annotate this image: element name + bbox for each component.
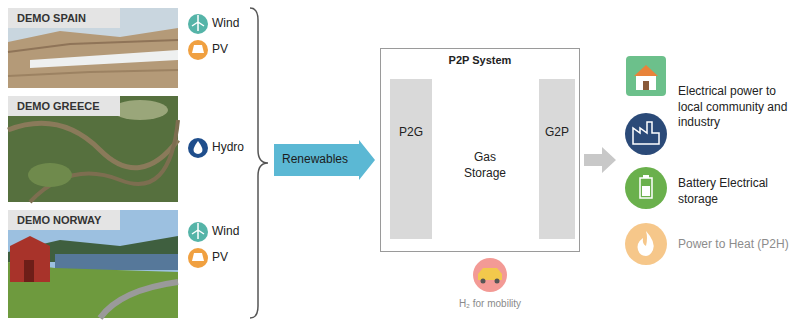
car-icon <box>473 258 507 292</box>
icon-circle <box>625 113 667 155</box>
icon-square <box>626 56 666 96</box>
process-band: P2G <box>390 79 432 239</box>
hills <box>8 28 178 88</box>
pv-icon <box>188 40 208 60</box>
terrace <box>8 70 178 76</box>
ridge <box>8 123 178 167</box>
battery-charge <box>642 186 650 196</box>
wheel <box>481 279 486 284</box>
location-tag: DEMO NORWAY <box>8 210 120 230</box>
label-text: H₂ for mobility <box>430 297 550 310</box>
label-text: Wind <box>212 224 239 240</box>
greenhouse <box>30 50 178 68</box>
label-text: Power to Heat (P2H) <box>678 237 800 253</box>
location-tag: DEMO SPAIN <box>8 8 120 28</box>
turbine <box>192 15 204 31</box>
norway-photo <box>8 210 178 318</box>
icon-circle <box>625 223 667 265</box>
node-text: G2P <box>539 79 575 139</box>
label-text: PV <box>212 42 228 58</box>
barn <box>10 236 50 282</box>
label-text: Gas Storage <box>452 150 518 181</box>
box-title: P2P System <box>381 49 579 66</box>
wheel <box>495 279 500 284</box>
road <box>100 282 178 318</box>
wall <box>636 76 656 90</box>
terrain <box>8 96 178 202</box>
factory <box>633 122 659 144</box>
icon-circle <box>625 167 667 209</box>
label-text: Wind <box>212 16 239 32</box>
battery-icon <box>625 167 667 209</box>
brace <box>250 8 268 318</box>
process-band: G2P <box>539 79 575 239</box>
greece-photo <box>8 96 178 202</box>
label-text: Electrical power to local community and … <box>678 84 800 131</box>
factory-icon <box>625 113 667 155</box>
patch <box>112 100 168 120</box>
water <box>55 254 178 270</box>
spain-photo <box>8 8 178 88</box>
sky <box>8 210 178 318</box>
node-text: P2G <box>390 79 432 139</box>
barn-door <box>24 260 34 282</box>
icon-circle <box>188 248 208 268</box>
sky <box>8 8 178 88</box>
wind-icon <box>188 222 208 242</box>
arrow-shape: Renewables <box>274 140 375 180</box>
node-text: DEMO GREECE <box>17 100 111 112</box>
turbine <box>192 223 204 239</box>
car <box>478 268 502 280</box>
node-text: DEMO SPAIN <box>17 12 111 24</box>
battery-cap <box>643 175 649 178</box>
output-arrow <box>584 147 616 173</box>
ridge <box>30 120 178 202</box>
roof <box>634 65 658 76</box>
node-text: DEMO NORWAY <box>17 214 111 226</box>
icon-circle <box>188 138 208 158</box>
wind-icon <box>188 14 208 34</box>
battery <box>640 178 652 198</box>
panel <box>192 253 204 261</box>
pv-icon <box>188 248 208 268</box>
house-icon <box>626 56 666 96</box>
flame <box>638 231 654 256</box>
node-text: Renewables <box>274 140 375 166</box>
door <box>643 81 649 90</box>
label-text: Hydro <box>212 140 244 156</box>
icon-circle <box>473 258 507 292</box>
flame-icon <box>625 223 667 265</box>
drop <box>194 141 203 154</box>
icon-circle <box>188 40 208 60</box>
terrace <box>8 40 178 52</box>
label-text: Battery Electrical storage <box>678 176 800 207</box>
arrow-fill <box>274 140 375 180</box>
patch <box>28 163 72 187</box>
panel <box>192 45 204 53</box>
icon-circle <box>188 222 208 242</box>
hydro-icon <box>188 138 208 158</box>
label-text: PV <box>212 250 228 266</box>
icon-circle <box>188 14 208 34</box>
location-tag: DEMO GREECE <box>8 96 120 116</box>
